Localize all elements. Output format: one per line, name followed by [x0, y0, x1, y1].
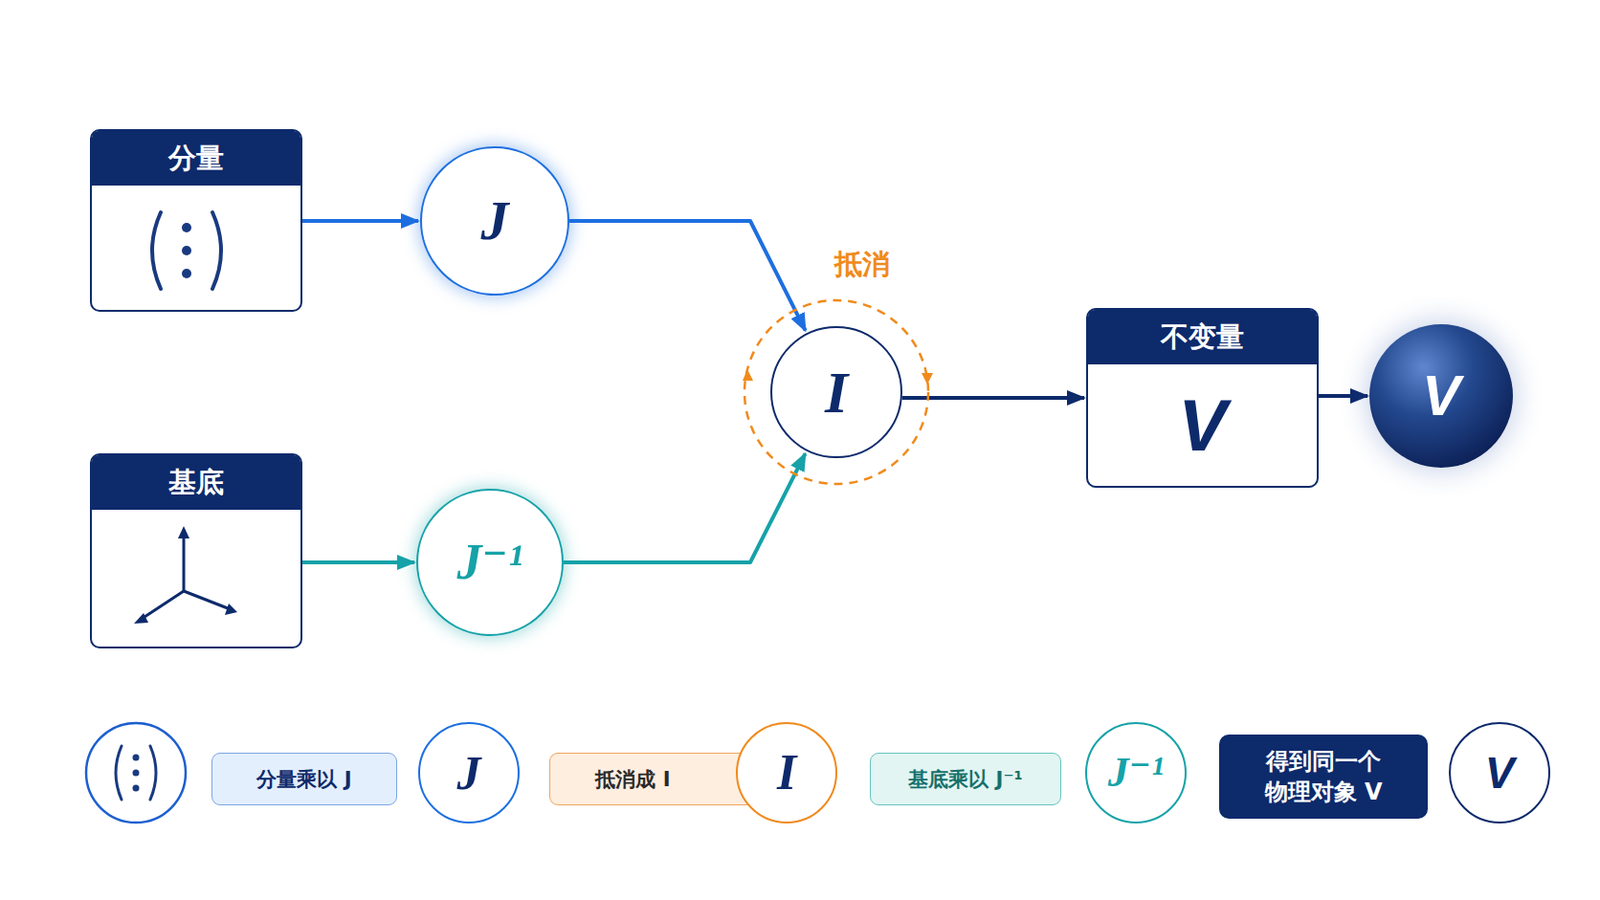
flow-arrow [902, 396, 1085, 400]
flow-arrow [569, 221, 806, 332]
cancel-ring [744, 300, 929, 485]
axis-up [182, 535, 186, 592]
vector-legend-circle [86, 723, 186, 823]
basis-box: 基底 [89, 453, 303, 649]
legend-pill: 抵消成 I [549, 753, 756, 806]
flow-arrow [563, 453, 806, 563]
legend-pill: 基底乘以 J⁻¹ [869, 753, 1062, 806]
left-paren [115, 746, 122, 800]
dot [133, 770, 140, 778]
vector-symbol [152, 212, 222, 289]
legend-pill: 分量乘以 J [211, 753, 398, 806]
right-paren [150, 746, 156, 800]
box-heading: 不变量 [1088, 310, 1317, 365]
axis-head [177, 526, 190, 539]
legend-label: 抵消成 I [595, 766, 670, 794]
invariant-box: 不变量V [1086, 308, 1319, 489]
legend-circle: J⁻¹ [1085, 722, 1187, 824]
flow-arrow [302, 219, 419, 223]
dot [181, 222, 192, 233]
identity-circle: 抵消I [770, 326, 903, 459]
axis-head [224, 603, 238, 616]
flow-arrow [1318, 394, 1368, 399]
ring-arrowhead [742, 369, 754, 381]
matrix-circle: J [420, 146, 570, 296]
axis-right [183, 591, 228, 609]
ring-arrowhead [921, 373, 934, 385]
right-paren [212, 212, 222, 289]
legend-label: 基底乘以 J⁻¹ [908, 766, 1023, 794]
result-box: 得到同一个 物理对象 V [1219, 734, 1428, 820]
vector-dots [133, 755, 140, 793]
inverse-symbol: J⁻¹ [456, 537, 523, 588]
axis-head [133, 613, 149, 624]
vector-dots [181, 222, 192, 279]
vector-symbol [115, 746, 156, 800]
object-sphere: V [1369, 324, 1513, 468]
cancel-label: 抵消 [831, 245, 893, 285]
legend-label: 分量乘以 J [256, 766, 352, 794]
result-label: 得到同一个 物理对象 V [1232, 746, 1415, 809]
matrix-symbol: J [457, 749, 482, 798]
inverse-symbol: J⁻¹ [1108, 752, 1164, 795]
object-symbol: V [1422, 367, 1461, 425]
matrix-symbol: J [481, 193, 510, 249]
legend-circle: V [1448, 722, 1551, 824]
legend-circle: J [418, 722, 520, 824]
sphere-body [1369, 324, 1513, 468]
inverse-circle: J⁻¹ [416, 488, 564, 637]
object-symbol: V [1485, 751, 1515, 796]
axis-left [141, 591, 184, 620]
identity-symbol: I [824, 362, 848, 423]
identity-symbol: I [777, 748, 797, 799]
invariant-symbol: V [1088, 364, 1317, 487]
box-heading: 分量 [91, 131, 301, 186]
dot [133, 785, 140, 793]
dot [181, 268, 192, 279]
dot [181, 245, 192, 256]
flow-arrow [302, 560, 415, 565]
legend-circle: I [735, 722, 838, 824]
left-paren [152, 212, 161, 289]
box-heading: 基底 [91, 455, 301, 511]
component-box: 分量 [89, 129, 303, 312]
dot [133, 755, 140, 762]
axes-symbol [133, 526, 238, 624]
